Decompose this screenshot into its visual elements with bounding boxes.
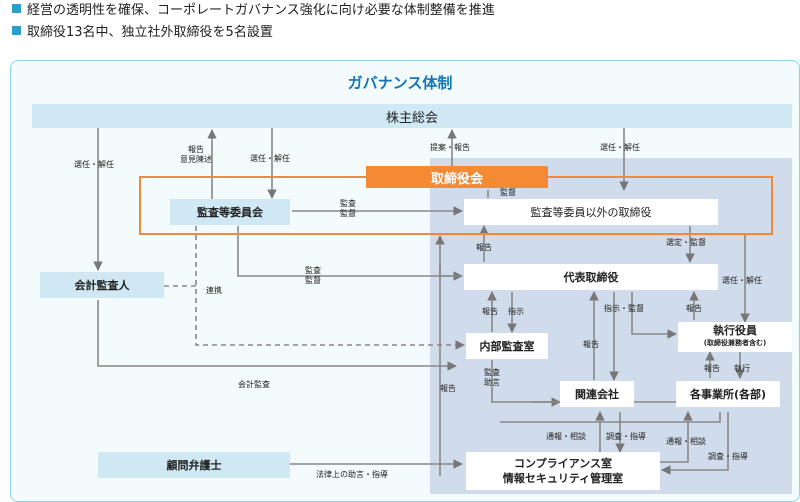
shareholders-label: 株主総会 — [385, 110, 438, 126]
bullet-square-icon — [12, 4, 21, 13]
bullet-square-icon — [12, 26, 21, 35]
label-report-divisions: 報告 — [704, 364, 720, 373]
executive-officers-label: 執行役員 — [713, 324, 757, 337]
other-directors-label: 監査等委員以外の取締役 — [530, 206, 652, 219]
label-appoint-auditor: 選任・解任 — [74, 160, 114, 169]
accounting-auditor-box: 会計監査人 — [40, 272, 164, 298]
board-label: 取締役会 — [430, 171, 483, 187]
diagram-title: ガバナンス体制 — [347, 74, 453, 92]
bullet-text: 取締役13名中、独立社外取締役を5名設置 — [27, 25, 273, 40]
label-report-compliance: 報告 — [440, 384, 456, 393]
label-report-officers: 報告 — [686, 304, 702, 313]
shareholders-meeting-box: 株主総会 — [32, 104, 792, 128]
label-investigate-guide-2: 調査・指導 — [708, 452, 748, 461]
ceo-label: 代表取締役 — [563, 271, 619, 284]
label-audit: 監査 — [340, 199, 356, 208]
label-audit-supervise-2: 監査 監督 — [305, 266, 321, 286]
label-report: 報告 — [188, 145, 204, 154]
bullet-1: 経営の透明性を確保、コーポレートガバナンス強化に向け必要な体制整備を推進 — [12, 3, 495, 19]
legal-advisor-box: 顧問弁護士 — [98, 452, 290, 478]
internal-audit-box: 内部監査室 — [466, 333, 548, 359]
label-opinion: 意見陳述 — [180, 155, 212, 164]
label-propose-report: 提案・報告 — [430, 143, 470, 152]
label-supervise-board: 監督 — [500, 188, 516, 197]
label-instruct-internal: 指示 — [508, 307, 524, 316]
divisions-label: 各事業所(各部) — [689, 388, 767, 401]
label-investigate-guide-1: 調査・指導 — [606, 432, 646, 441]
label-execute: 執行 — [734, 364, 750, 373]
label-advice: 助言 — [484, 378, 500, 387]
info-security-label: 情報セキュリティ管理室 — [502, 472, 624, 485]
label-appoint-committee: 選任・解任 — [250, 154, 290, 163]
label-appoint-board: 選任・解任 — [600, 143, 640, 152]
audit-committee-label: 監査等委員会 — [197, 206, 263, 219]
ceo-box: 代表取締役 — [464, 264, 718, 290]
legal-advisor-label: 顧問弁護士 — [166, 459, 222, 472]
label-report-internal: 報告 — [482, 307, 498, 316]
label-report-opinion: 報告 意見陳述 — [180, 145, 212, 165]
accounting-auditor-label: 会計監査人 — [74, 279, 130, 292]
label-audit-advice: 監査 助言 — [484, 368, 500, 388]
label-audit: 監査 — [484, 368, 500, 377]
compliance-label: コンプライアンス室 — [513, 457, 612, 470]
audit-committee-box: 監査等委員会 — [170, 199, 290, 225]
executive-officers-box: 執行役員 (取締役兼務者含む) — [678, 322, 792, 352]
label-accounting-audit: 会計監査 — [238, 380, 270, 389]
affiliates-box: 関連会社 — [560, 381, 634, 407]
board-header: 取締役会 — [366, 166, 548, 188]
label-select-supervise: 選定・監督 — [666, 238, 706, 247]
label-supervise: 監督 — [340, 209, 356, 218]
label-legal-advice: 法律上の助言・指導 — [316, 470, 388, 479]
affiliates-label: 関連会社 — [575, 388, 619, 401]
label-report-consult-1: 通報・相談 — [546, 432, 586, 441]
label-appoint-officers: 選任・解任 — [722, 276, 762, 285]
label-cooperation: 連携 — [206, 286, 222, 295]
label-supervise: 監督 — [305, 276, 321, 285]
label-report-affiliates: 報告 — [583, 340, 599, 349]
label-instruct-supervise: 指示・監督 — [604, 304, 644, 313]
label-audit-supervise-1: 監査 監督 — [340, 199, 356, 219]
label-report-consult-2: 通報・相談 — [666, 437, 706, 446]
bullet-2: 取締役13名中、独立社外取締役を5名設置 — [12, 25, 273, 41]
compliance-office-box: コンプライアンス室 情報セキュリティ管理室 — [466, 452, 660, 490]
label-report-ceo: 報告 — [476, 243, 492, 252]
divisions-box: 各事業所(各部) — [676, 381, 780, 407]
label-audit: 監査 — [305, 266, 321, 275]
internal-audit-label: 内部監査室 — [479, 340, 535, 353]
bullet-text: 経営の透明性を確保、コーポレートガバナンス強化に向け必要な体制整備を推進 — [27, 3, 495, 18]
other-directors-box: 監査等委員以外の取締役 — [464, 199, 718, 225]
executive-officers-note: (取締役兼務者含む) — [703, 339, 767, 347]
